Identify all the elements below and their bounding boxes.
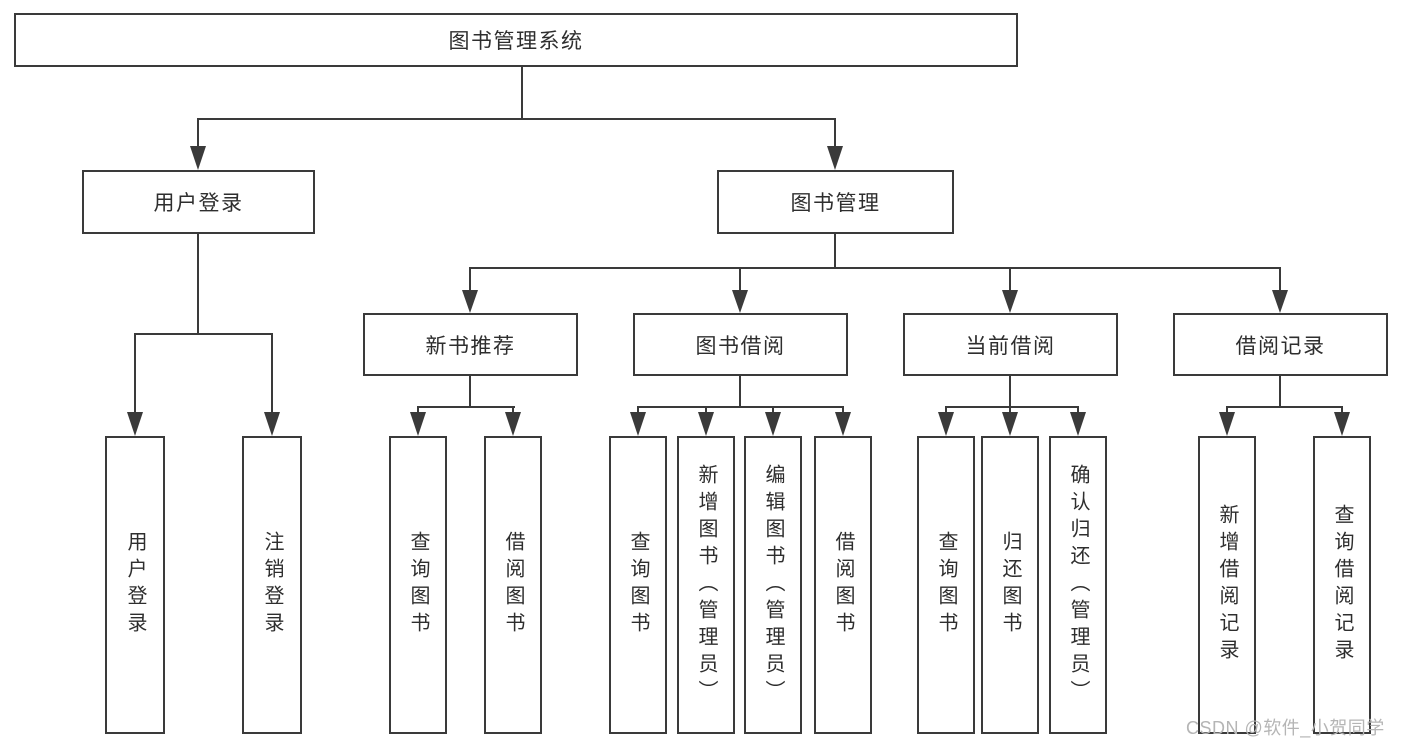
connector-stem-level2 bbox=[1009, 267, 1011, 290]
arrow-down-icon bbox=[264, 412, 280, 436]
connector-stem-leaf bbox=[417, 406, 419, 414]
leaf-edit-book-admin: 编辑图书（管理员） bbox=[744, 436, 802, 734]
connector-stem-leaf bbox=[1009, 406, 1011, 414]
leaf-return-book: 归还图书 bbox=[981, 436, 1039, 734]
arrow-down-icon bbox=[630, 412, 646, 436]
connector-stem-leaf bbox=[772, 406, 774, 414]
node-label: 图书借阅 bbox=[695, 334, 786, 358]
arrow-down-icon bbox=[1334, 412, 1350, 436]
node-label: 借阅记录 bbox=[1235, 334, 1326, 358]
leaf-user-login: 用户登录 bbox=[105, 436, 165, 734]
arrow-down-icon bbox=[835, 412, 851, 436]
node-borrow-records: 借阅记录 bbox=[1173, 313, 1388, 376]
leaf-label: 查询借阅记录 bbox=[1331, 504, 1353, 666]
leaf-add-book-admin: 新增图书（管理员） bbox=[677, 436, 735, 734]
leaf-label: 归还图书 bbox=[999, 531, 1021, 639]
connector-split bbox=[637, 406, 844, 408]
node-new-book-recommend: 新书推荐 bbox=[363, 313, 578, 376]
connector-user-login-stem bbox=[197, 234, 199, 333]
leaf-query-borrow-record: 查询借阅记录 bbox=[1313, 436, 1371, 734]
arrow-down-icon bbox=[505, 412, 521, 436]
arrow-down-icon bbox=[827, 146, 843, 170]
connector-root-split bbox=[197, 118, 836, 120]
node-label: 当前借阅 bbox=[965, 334, 1056, 358]
connector-split bbox=[945, 406, 1079, 408]
connector-stem bbox=[739, 376, 741, 407]
leaf-label: 查询图书 bbox=[627, 531, 649, 639]
node-label: 用户登录 bbox=[153, 192, 244, 215]
connector-split bbox=[1226, 406, 1343, 408]
leaf-borrow-books-1: 借阅图书 bbox=[484, 436, 542, 734]
arrow-down-icon bbox=[938, 412, 954, 436]
connector-stem-level2 bbox=[739, 267, 741, 290]
connector-stem bbox=[1279, 376, 1281, 407]
arrow-down-icon bbox=[1070, 412, 1086, 436]
leaf-label: 查询图书 bbox=[407, 531, 429, 639]
arrow-down-icon bbox=[765, 412, 781, 436]
arrow-down-icon bbox=[732, 290, 748, 313]
leaf-confirm-return-admin: 确认归还（管理员） bbox=[1049, 436, 1107, 734]
node-book-borrow: 图书借阅 bbox=[633, 313, 848, 376]
leaf-label: 查询图书 bbox=[935, 531, 957, 639]
arrow-down-icon bbox=[462, 290, 478, 313]
node-label: 新书推荐 bbox=[425, 334, 516, 358]
arrow-down-icon bbox=[1002, 412, 1018, 436]
node-library-system-root: 图书管理系统 bbox=[14, 13, 1018, 67]
leaf-query-books-3: 查询图书 bbox=[917, 436, 975, 734]
connector-stem-leaf bbox=[705, 406, 707, 414]
leaf-borrow-books-2: 借阅图书 bbox=[814, 436, 872, 734]
connector-stem-book-management bbox=[834, 118, 836, 146]
connector-stem-leaf bbox=[1077, 406, 1079, 414]
connector-stem-leaf bbox=[637, 406, 639, 414]
arrow-down-icon bbox=[190, 146, 206, 170]
leaf-label: 编辑图书（管理员） bbox=[762, 463, 784, 707]
leaf-label: 确认归还（管理员） bbox=[1067, 463, 1089, 707]
leaf-query-books-1: 查询图书 bbox=[389, 436, 447, 734]
connector-stem-level2 bbox=[1279, 267, 1281, 290]
csdn-watermark: CSDN @软件_小贺同学 bbox=[1186, 718, 1385, 738]
node-label: 图书管理 bbox=[790, 192, 881, 215]
connector-stem-leaf bbox=[842, 406, 844, 414]
leaf-label: 新增借阅记录 bbox=[1216, 504, 1238, 666]
leaf-label: 借阅图书 bbox=[502, 531, 524, 639]
leaf-label: 新增图书（管理员） bbox=[695, 463, 717, 707]
leaf-label: 注销登录 bbox=[261, 531, 283, 639]
connector-stem-leaf bbox=[134, 333, 136, 412]
connector-stem bbox=[469, 376, 471, 407]
arrow-down-icon bbox=[1219, 412, 1235, 436]
leaf-label: 用户登录 bbox=[124, 531, 146, 639]
node-label: 图书管理系统 bbox=[448, 30, 584, 53]
connector-stem-user-login bbox=[197, 118, 199, 146]
node-user-login: 用户登录 bbox=[82, 170, 315, 234]
connector-book-management-stem bbox=[834, 234, 836, 268]
connector-split bbox=[417, 406, 515, 408]
connector-book-management-split bbox=[469, 267, 1281, 269]
connector-stem-leaf bbox=[512, 406, 514, 414]
connector-stem-leaf bbox=[945, 406, 947, 414]
connector-stem-leaf bbox=[271, 333, 273, 412]
arrow-down-icon bbox=[1272, 290, 1288, 313]
connector-stem-leaf bbox=[1341, 406, 1343, 414]
arrow-down-icon bbox=[1002, 290, 1018, 313]
connector-root-stem bbox=[521, 67, 523, 118]
node-current-borrow: 当前借阅 bbox=[903, 313, 1118, 376]
connector-stem-level2 bbox=[469, 267, 471, 290]
leaf-logout: 注销登录 bbox=[242, 436, 302, 734]
arrow-down-icon bbox=[410, 412, 426, 436]
arrow-down-icon bbox=[698, 412, 714, 436]
node-book-management: 图书管理 bbox=[717, 170, 954, 234]
connector-stem-leaf bbox=[1226, 406, 1228, 414]
arrow-down-icon bbox=[127, 412, 143, 436]
leaf-query-books-2: 查询图书 bbox=[609, 436, 667, 734]
connector-stem bbox=[1009, 376, 1011, 407]
leaf-add-borrow-record: 新增借阅记录 bbox=[1198, 436, 1256, 734]
connector-user-login-split bbox=[134, 333, 273, 335]
leaf-label: 借阅图书 bbox=[832, 531, 854, 639]
